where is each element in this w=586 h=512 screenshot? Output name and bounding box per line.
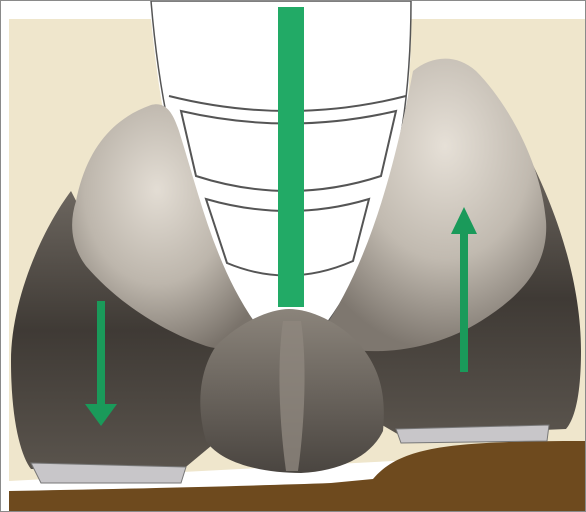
left-foot (31, 463, 186, 483)
vertical-bar (278, 7, 304, 307)
